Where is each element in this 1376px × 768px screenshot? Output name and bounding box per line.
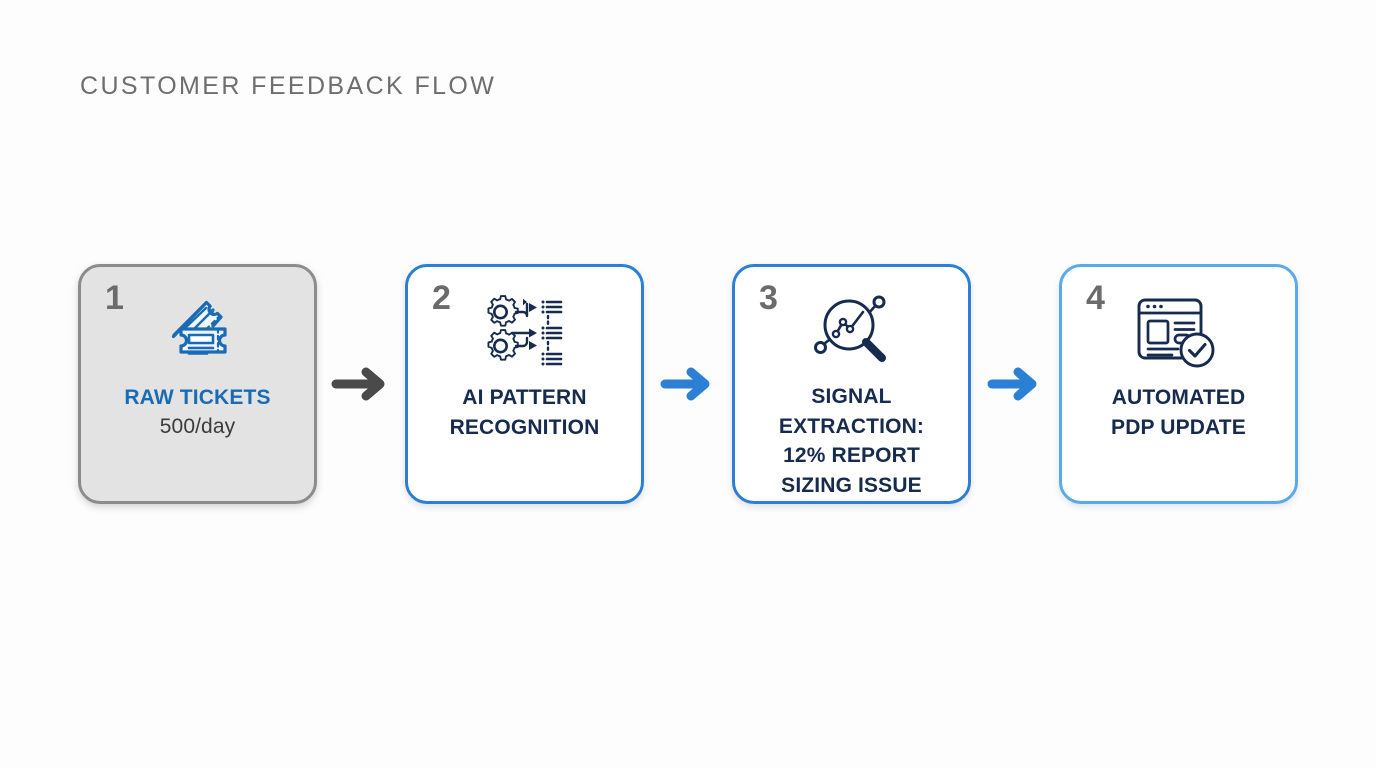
magnifier-analytics-icon: [810, 287, 894, 378]
page-title: CUSTOMER FEEDBACK FLOW: [80, 72, 497, 100]
step-label-4: AUTOMATED PDP UPDATE: [1111, 386, 1246, 439]
step-number-2: 2: [432, 279, 451, 317]
step-number-1: 1: [105, 279, 124, 317]
step-number-3: 3: [759, 279, 778, 317]
step-label-2: AI PATTERN RECOGNITION: [449, 386, 600, 439]
flow-step-card-3[interactable]: 3 SIGNAL EXTRACTION: 12% REPORT SIZING I…: [732, 264, 971, 504]
arrow-3-to-4: [971, 364, 1059, 404]
gears-workflow-icon: [482, 287, 568, 379]
flow-step-card-4[interactable]: 4: [1059, 264, 1298, 504]
flow-step-card-1[interactable]: 1 RAW TICKETS 500/day: [78, 264, 317, 504]
step-number-4: 4: [1086, 279, 1105, 317]
arrow-2-to-3: [644, 364, 732, 404]
browser-check-icon: [1135, 287, 1223, 379]
flow-step-card-2[interactable]: 2: [405, 264, 644, 504]
step-label-1: RAW TICKETS: [124, 386, 271, 409]
flow-diagram: 1 RAW TICKETS 500/day: [78, 264, 1298, 504]
tickets-icon: [156, 287, 240, 379]
step-label-3: SIGNAL EXTRACTION: 12% REPORT SIZING ISS…: [778, 384, 925, 498]
step-sub-1: 500/day: [159, 414, 236, 438]
arrow-1-to-2: [317, 364, 405, 404]
